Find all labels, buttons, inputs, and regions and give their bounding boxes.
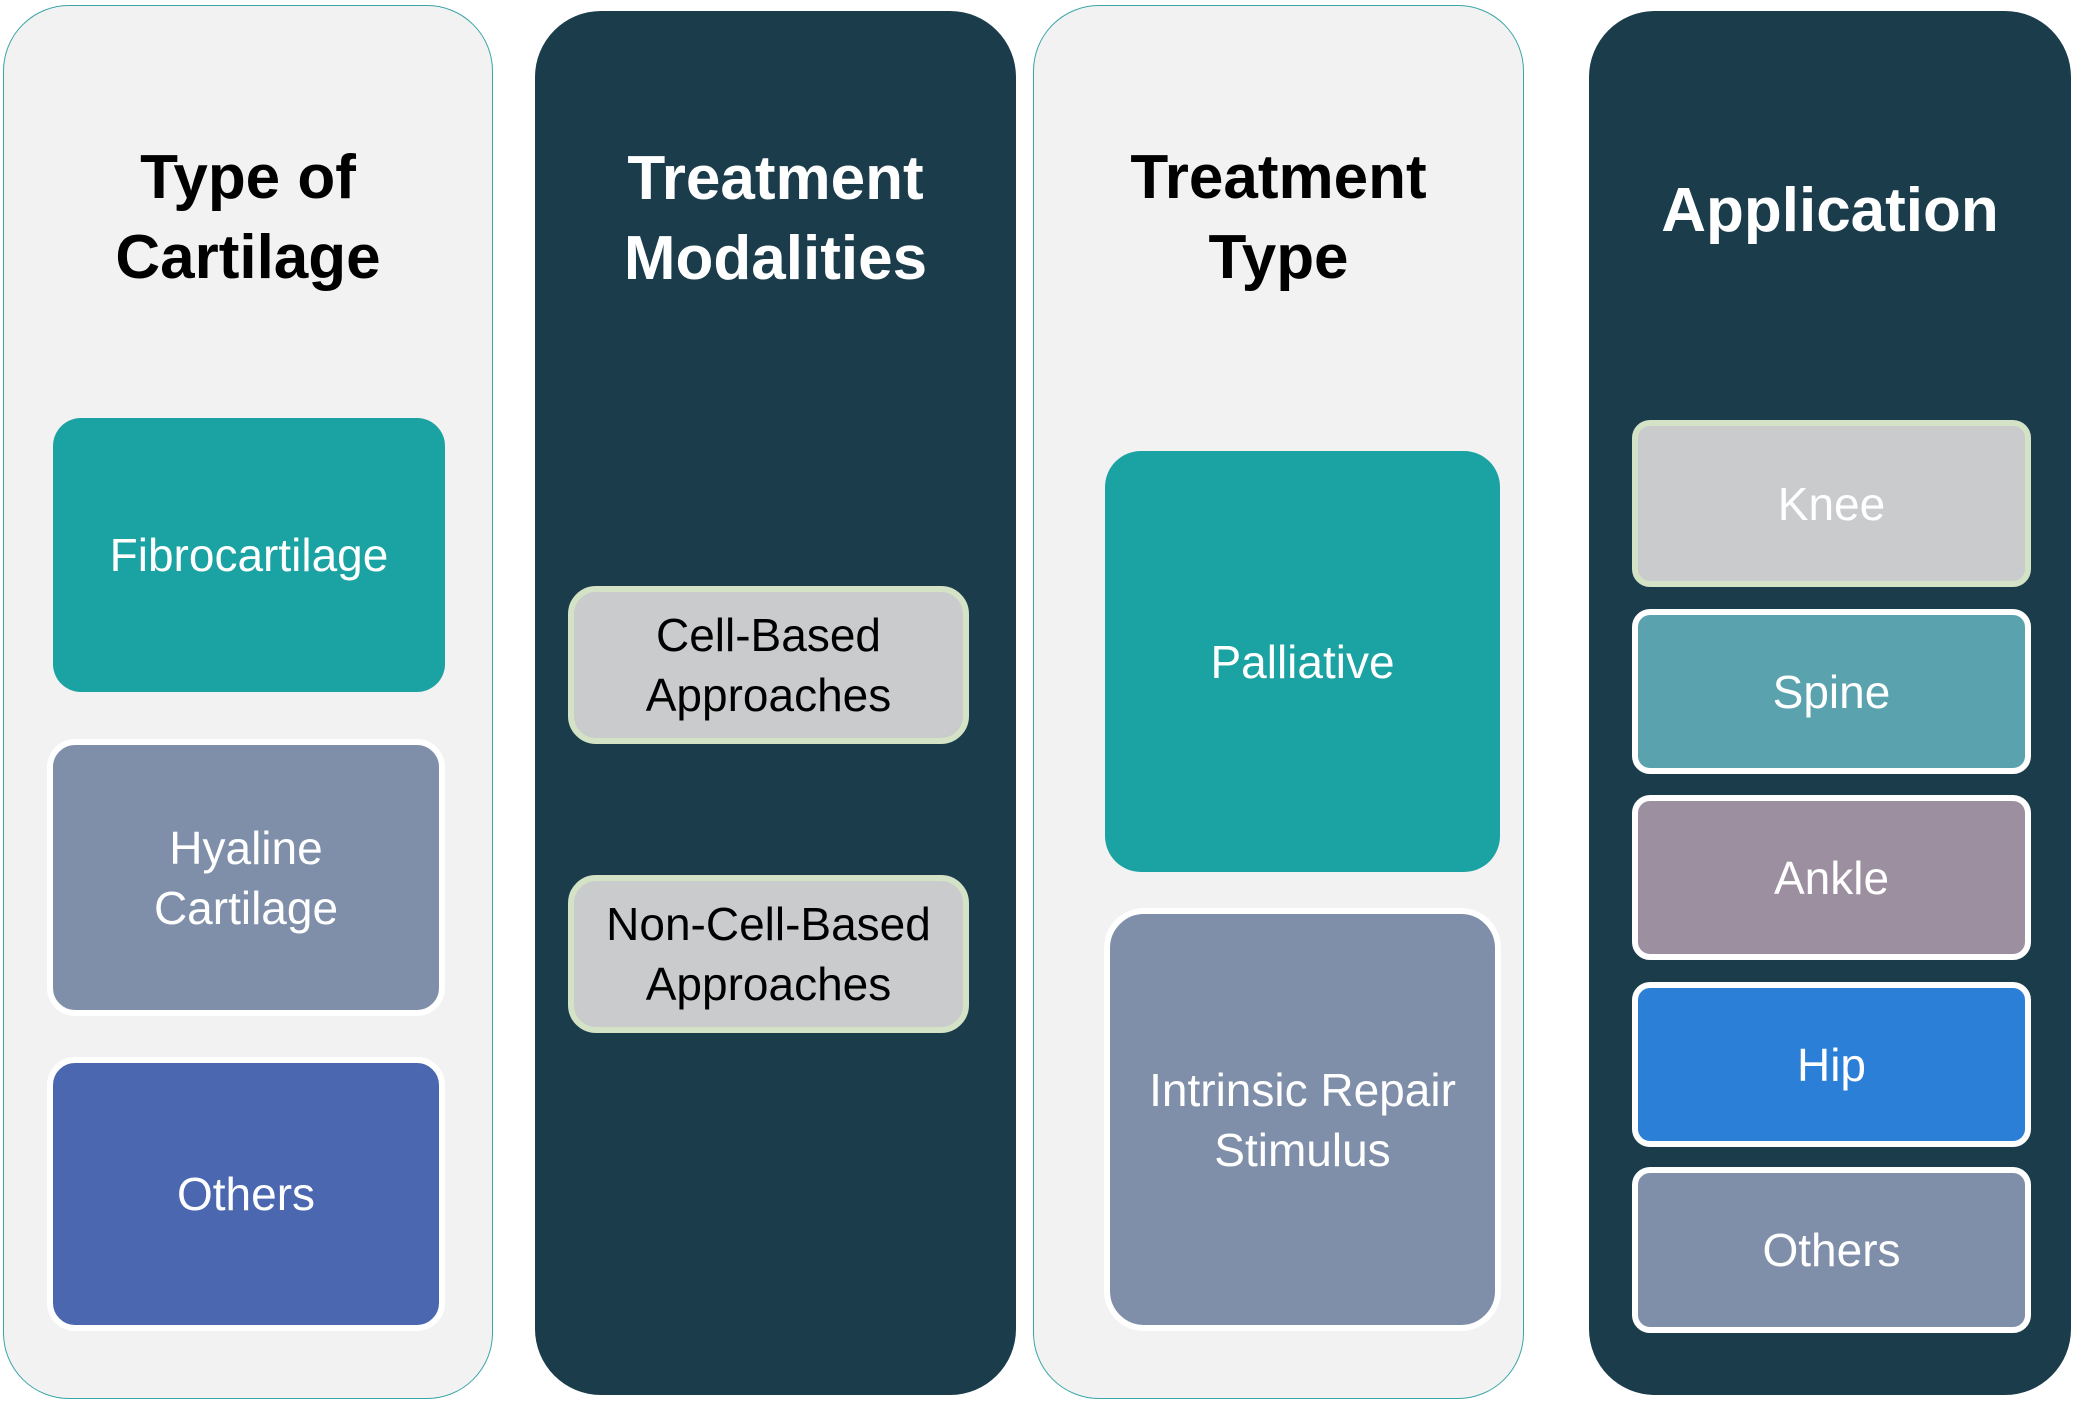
title-line: Treatment: [1130, 143, 1427, 212]
item-palliative: Palliative: [1105, 451, 1500, 872]
item-fibrocartilage: Fibrocartilage: [53, 418, 445, 692]
title-line: Cartilage: [115, 223, 381, 292]
item-ankle: Ankle: [1632, 795, 2031, 960]
title-line: Modalities: [623, 224, 928, 293]
title-line: Type: [1208, 223, 1349, 292]
item-cell-based-approaches: Cell-Based Approaches: [568, 586, 969, 744]
item-hip: Hip: [1632, 982, 2031, 1147]
column-title: Type of Cartilage: [4, 138, 492, 298]
item-others: Others: [1632, 1167, 2031, 1333]
column-title: Application: [1589, 171, 2071, 251]
column-title: Treatment Type: [1034, 138, 1523, 298]
title-line: Application: [1661, 176, 1999, 245]
item-spine: Spine: [1632, 609, 2031, 774]
column-title: Treatment Modalities: [535, 139, 1016, 299]
item-non-cell-based-approaches: Non-Cell-Based Approaches: [568, 875, 969, 1033]
item-knee: Knee: [1632, 420, 2031, 587]
title-line: Treatment: [627, 144, 924, 213]
item-others: Others: [47, 1057, 445, 1331]
item-intrinsic-repair-stimulus: Intrinsic Repair Stimulus: [1104, 908, 1501, 1331]
title-line: Type of: [140, 143, 356, 212]
item-hyaline-cartilage: Hyaline Cartilage: [47, 739, 445, 1016]
